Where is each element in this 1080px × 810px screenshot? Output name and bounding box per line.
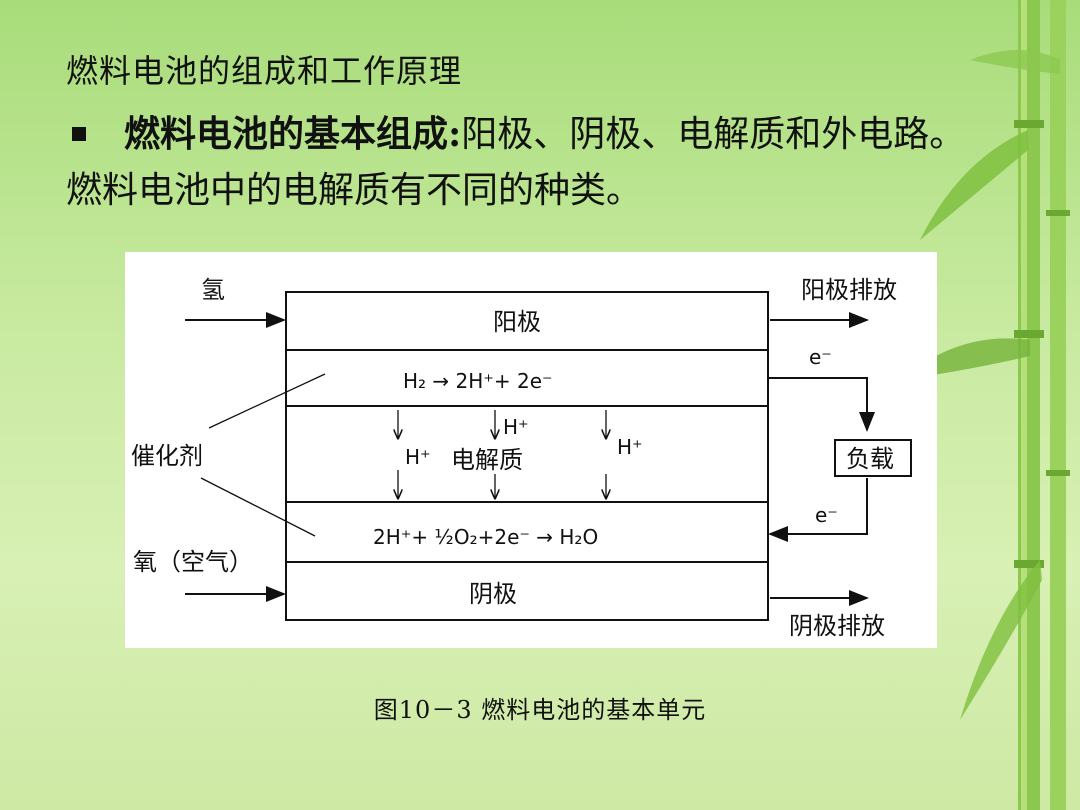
cell-outline [285,291,769,621]
h-ion-left: H⁺ [405,445,431,469]
anode-exhaust-label: 阳极排放 [801,276,897,304]
external-circuit-bottom [768,478,868,542]
bamboo-decoration [900,0,1070,810]
bullet-paragraph: 燃料电池的基本组成:阳极、阴极、电解质和外电路。燃料电池中的电解质有不同的种类。 [66,106,986,219]
bullet-text: 阳极、阴极、电解质和外电路。燃料电池中的电解质有不同的种类。 [66,114,966,211]
anode-reaction: H₂ → 2H⁺+ 2e⁻ [403,369,553,393]
external-circuit-top [768,377,875,432]
fuel-cell-diagram-svg: 阳极 H₂ → 2H⁺+ 2e⁻ 电解质 2H⁺+ ½O₂+2e⁻ → H₂O … [131,276,912,640]
slide-title: 燃料电池的组成和工作原理 [66,52,463,90]
catalyst-label: 催化剂 [131,442,203,470]
load-label: 负载 [846,445,894,473]
load-box [834,439,912,477]
oxygen-input-label: 氧（空气） [133,548,253,576]
cathode-exhaust-label: 阴极排放 [789,612,885,640]
cathode-label: 阴极 [469,580,517,608]
electron-top-label: e⁻ [809,345,832,369]
fuel-cell-diagram: 阳极 H₂ → 2H⁺+ 2e⁻ 电解质 2H⁺+ ½O₂+2e⁻ → H₂O … [125,252,937,648]
h-ion-right: H⁺ [617,435,643,459]
cathode-reaction: 2H⁺+ ½O₂+2e⁻ → H₂O [373,525,598,549]
bullet-bold-label: 燃料电池的基本组成: [124,113,462,155]
figure-caption: 图10－3 燃料电池的基本单元 [373,696,707,724]
anode-label: 阳极 [493,308,541,336]
bullet-square-icon [72,127,86,141]
electron-bottom-label: e⁻ [815,503,838,527]
electrolyte-label: 电解质 [451,446,523,474]
hydrogen-input-label: 氢 [201,276,225,304]
h-ion-middle: H⁺ [503,415,529,439]
